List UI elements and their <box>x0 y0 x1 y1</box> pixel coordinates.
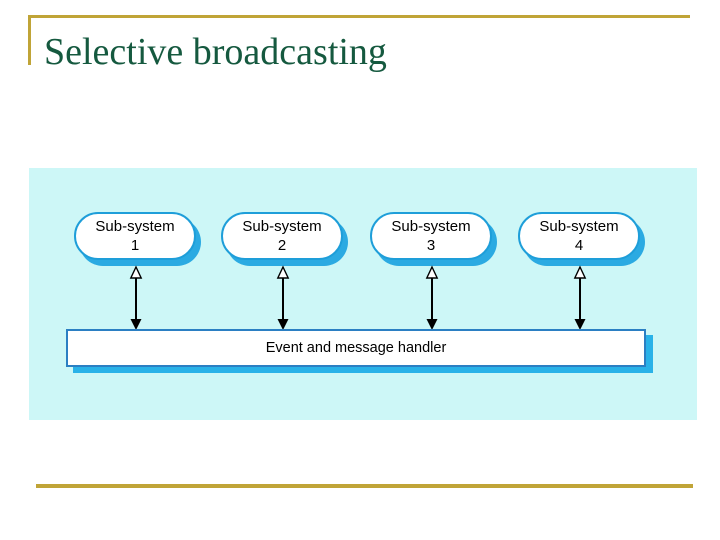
double-arrow-icon <box>573 265 587 330</box>
event-message-handler-box: Event and message handler <box>66 329 646 367</box>
subsystem-box-4: Sub-system 4 <box>518 212 640 260</box>
page-title: Selective broadcasting <box>44 31 387 73</box>
subsystem-1-number: 1 <box>130 237 140 254</box>
subsystem-box-2: Sub-system 2 <box>221 212 343 260</box>
double-arrow-icon <box>276 265 290 330</box>
left-accent-line <box>28 15 31 65</box>
handler-label: Event and message handler <box>265 340 447 356</box>
broadcast-diagram: Sub-system 1 Sub-system 2 Sub-system 3 S… <box>29 168 697 420</box>
subsystem-4-number: 4 <box>574 237 584 254</box>
subsystem-box-3: Sub-system 3 <box>370 212 492 260</box>
subsystem-2-number: 2 <box>277 237 287 254</box>
subsystem-3-label: Sub-system <box>391 218 471 235</box>
subsystem-2-label: Sub-system <box>242 218 322 235</box>
subsystem-box-1: Sub-system 1 <box>74 212 196 260</box>
double-arrow-icon <box>129 265 143 330</box>
subsystem-4-label: Sub-system <box>539 218 619 235</box>
subsystem-1-label: Sub-system <box>95 218 175 235</box>
top-accent-line <box>28 15 690 18</box>
bottom-accent-line <box>36 484 693 488</box>
subsystem-3-number: 3 <box>426 237 436 254</box>
double-arrow-icon <box>425 265 439 330</box>
